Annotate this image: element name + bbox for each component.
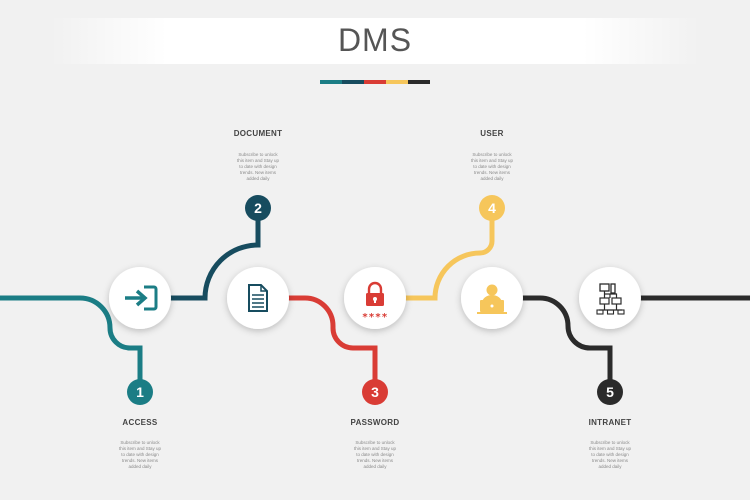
- step-number-3: 3: [371, 384, 379, 400]
- user-laptop-icon: [477, 284, 507, 314]
- step-label-password: PASSWORD: [350, 418, 400, 427]
- step-number-2: 2: [254, 200, 262, 216]
- step-description-document: Subscribe to unlock this item and Stay u…: [236, 152, 280, 181]
- password-lock-icon: [366, 281, 384, 306]
- step-number-5: 5: [606, 384, 614, 400]
- step-label-intranet: INTRANET: [588, 418, 632, 427]
- step-number-1: 1: [136, 384, 144, 400]
- connector-user: [405, 208, 495, 301]
- step-badge-1: 1: [127, 379, 153, 405]
- step-badge-3: 3: [362, 379, 388, 405]
- connector-document: [170, 210, 261, 301]
- connector-password: [288, 295, 378, 392]
- icon-circle-password: ****: [344, 267, 406, 329]
- page-title: DMS: [337, 22, 413, 58]
- step-number-4: 4: [488, 200, 496, 216]
- step-description-access: Subscribe to unlock this item and Stay u…: [118, 440, 162, 469]
- icon-circle-access: [109, 267, 171, 329]
- step-badge-4: 4: [479, 195, 505, 221]
- step-label-user: USER: [480, 129, 504, 138]
- step-description-password: Subscribe to unlock this item and Stay u…: [353, 440, 397, 469]
- icon-circle-document: [227, 267, 289, 329]
- title-color-bar-2: [342, 80, 364, 84]
- icon-circle-user: [461, 267, 523, 329]
- step-label-access: ACCESS: [122, 418, 158, 427]
- password-mask-text: ****: [362, 312, 388, 323]
- icon-circle-intranet: [579, 267, 641, 329]
- step-badge-2: 2: [245, 195, 271, 221]
- step-description-user: Subscribe to unlock this item and Stay u…: [470, 152, 514, 181]
- title-color-bar-1: [320, 80, 342, 84]
- network-icon: [596, 283, 625, 315]
- connector-access: [0, 295, 143, 390]
- title-color-bar-5: [408, 80, 430, 84]
- step-badge-5: 5: [597, 379, 623, 405]
- title-band: [50, 18, 700, 64]
- sign-in-icon: [125, 285, 158, 311]
- title-color-bar-4: [386, 80, 408, 84]
- step-label-document: DOCUMENT: [233, 129, 283, 138]
- connector-intranet: [522, 295, 750, 392]
- document-icon: [248, 284, 268, 312]
- title-color-bar-3: [364, 80, 386, 84]
- step-description-intranet: Subscribe to unlock this item and Stay u…: [588, 440, 632, 469]
